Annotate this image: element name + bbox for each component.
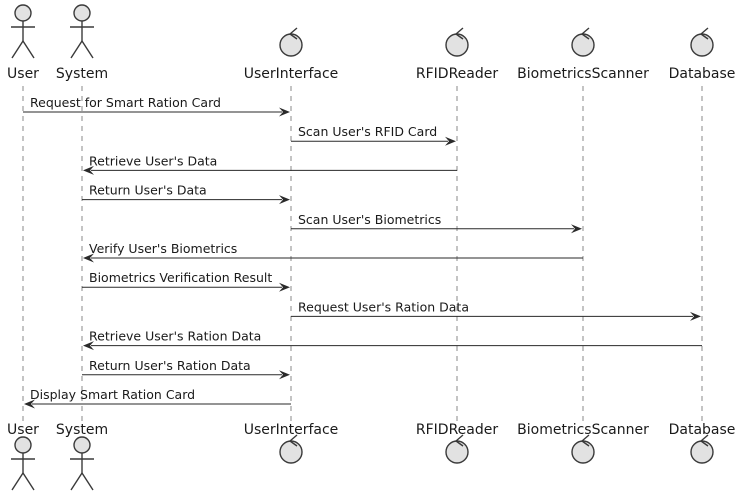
- participant-label-bottom: UserInterface: [244, 422, 339, 438]
- message-label: Display Smart Ration Card: [30, 387, 195, 402]
- message: Return User's Data: [82, 183, 290, 205]
- bottom-system-left-leg: [70, 472, 83, 491]
- message: Display Smart Ration Card: [24, 387, 291, 409]
- arrowhead-icon: [445, 136, 456, 146]
- top-system-left-leg: [70, 40, 83, 59]
- message: Scan User's Biometrics: [291, 212, 582, 234]
- participant-label-bottom: BiometricsScanner: [517, 422, 649, 438]
- arrowhead-icon: [279, 107, 290, 117]
- bottom-ui-control-arrow: [289, 434, 298, 447]
- message-label: Retrieve User's Data: [89, 153, 217, 168]
- participant-label-top: RFIDReader: [416, 66, 498, 82]
- bottom-bio-control-icon: [571, 440, 595, 464]
- bottom-rfid-control-icon: [445, 440, 469, 464]
- message-label: Biometrics Verification Result: [89, 270, 272, 285]
- participant-label-bottom: Database: [669, 422, 736, 438]
- bottom-bio-control-arrow: [581, 434, 590, 447]
- top-db-control-icon: [690, 33, 714, 57]
- top-system-right-leg: [81, 40, 94, 59]
- message-label: Return User's Ration Data: [89, 358, 251, 373]
- bottom-user-head-icon: [14, 436, 32, 454]
- bottom-db-control-arrow: [700, 434, 709, 447]
- message: Request for Smart Ration Card: [23, 95, 290, 117]
- participant-label-top: User: [7, 66, 39, 82]
- participant-label-bottom: RFIDReader: [416, 422, 498, 438]
- arrowhead-icon: [279, 282, 290, 292]
- message-label: Request for Smart Ration Card: [30, 95, 221, 110]
- participant-label-top: UserInterface: [244, 66, 339, 82]
- top-ui-control-arrow: [289, 27, 298, 40]
- message-label: Verify User's Biometrics: [89, 241, 237, 256]
- bottom-system-right-leg: [81, 472, 94, 491]
- bottom-db-control-icon: [690, 440, 714, 464]
- participant-label-bottom: System: [56, 422, 108, 438]
- message: Biometrics Verification Result: [82, 270, 290, 292]
- top-ui-control-icon: [279, 33, 303, 57]
- bottom-user-right-leg: [22, 472, 35, 491]
- participant-label-top: BiometricsScanner: [517, 66, 649, 82]
- message-label: Retrieve User's Ration Data: [89, 329, 261, 344]
- participant-label-top: Database: [669, 66, 736, 82]
- bottom-system-head-icon: [73, 436, 91, 454]
- arrowhead-icon: [83, 341, 94, 351]
- message: Verify User's Biometrics: [83, 241, 583, 263]
- top-bio-control-icon: [571, 33, 595, 57]
- participant-heads: UserUserSystemSystemUserInterfaceUserInt…: [7, 4, 736, 491]
- arrowhead-icon: [279, 195, 290, 205]
- message: Return User's Ration Data: [82, 358, 290, 380]
- arrowhead-icon: [571, 224, 582, 234]
- participant-label-top: System: [56, 66, 108, 82]
- top-user-left-leg: [11, 40, 24, 59]
- message-label: Scan User's RFID Card: [298, 124, 437, 139]
- arrowhead-icon: [83, 253, 94, 263]
- top-bio-control-arrow: [581, 27, 590, 40]
- top-system-head-icon: [73, 4, 91, 22]
- top-rfid-control-icon: [445, 33, 469, 57]
- participant-label-bottom: User: [7, 422, 39, 438]
- message-label: Scan User's Biometrics: [298, 212, 441, 227]
- bottom-rfid-control-arrow: [455, 434, 464, 447]
- top-db-control-arrow: [700, 27, 709, 40]
- message-label: Return User's Data: [89, 183, 207, 198]
- lifelines: [22, 86, 703, 423]
- message: Request User's Ration Data: [291, 299, 701, 321]
- message-label: Request User's Ration Data: [298, 299, 469, 314]
- top-user-head-icon: [14, 4, 32, 22]
- arrowhead-icon: [83, 165, 94, 175]
- bottom-user-left-leg: [11, 472, 24, 491]
- message: Retrieve User's Data: [83, 153, 457, 175]
- arrowhead-icon: [24, 399, 35, 409]
- top-rfid-control-arrow: [455, 27, 464, 40]
- message: Scan User's RFID Card: [291, 124, 456, 146]
- bottom-ui-control-icon: [279, 440, 303, 464]
- top-user-right-leg: [22, 40, 35, 59]
- arrowhead-icon: [690, 311, 701, 321]
- arrowhead-icon: [279, 370, 290, 380]
- message: Retrieve User's Ration Data: [83, 329, 702, 351]
